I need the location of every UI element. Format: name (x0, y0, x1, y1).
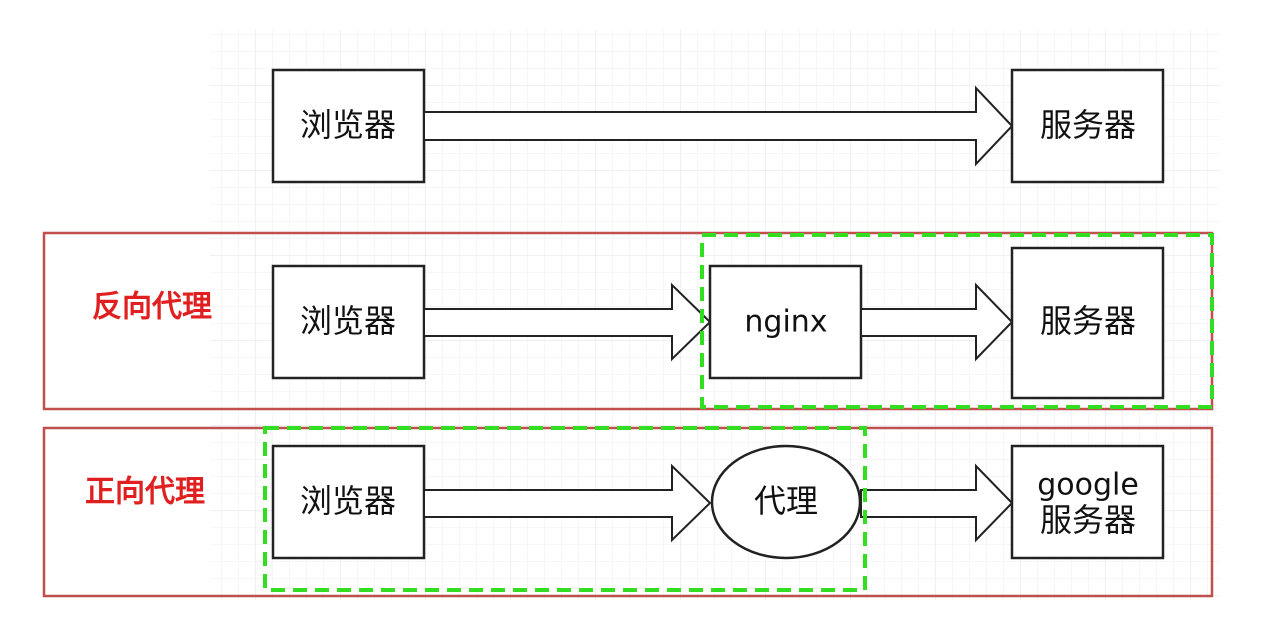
row-forward-proxy: 正向代理 浏览器 代理 google 服务器 (42, 426, 1214, 598)
proxy-label: 代理 (754, 482, 818, 520)
arrow-proxy-to-google (860, 463, 1014, 543)
browser-label: 浏览器 (300, 106, 396, 144)
google-label: google (1037, 468, 1139, 503)
server-box (1010, 68, 1165, 184)
server-box (1010, 246, 1165, 400)
nginx-label: nginx (744, 305, 827, 340)
nginx-box (708, 264, 863, 380)
server-label: 服务器 (1040, 106, 1136, 144)
browser-label: 浏览器 (300, 482, 396, 520)
server-label: 服务器 (1040, 302, 1136, 340)
row-direct: 浏览器 服务器 (271, 68, 1165, 184)
browser-box (271, 264, 426, 380)
browser-box (271, 444, 426, 560)
arrow-browser-to-nginx (423, 282, 712, 362)
row-reverse-proxy: 反向代理 浏览器 nginx 服务器 (42, 231, 1214, 411)
arrow-browser-to-server (423, 85, 1014, 167)
browser-box (271, 68, 426, 184)
arrow-nginx-to-server (860, 282, 1014, 362)
browser-label: 浏览器 (300, 302, 396, 340)
client-side-highlight (263, 426, 867, 592)
reverse-proxy-label: 反向代理 (92, 290, 212, 325)
arrow-browser-to-proxy (423, 463, 712, 543)
forward-proxy-label: 正向代理 (85, 475, 205, 510)
google-server-label: 服务器 (1040, 501, 1136, 539)
google-server-box (1010, 444, 1165, 560)
server-side-highlight (700, 233, 1214, 409)
